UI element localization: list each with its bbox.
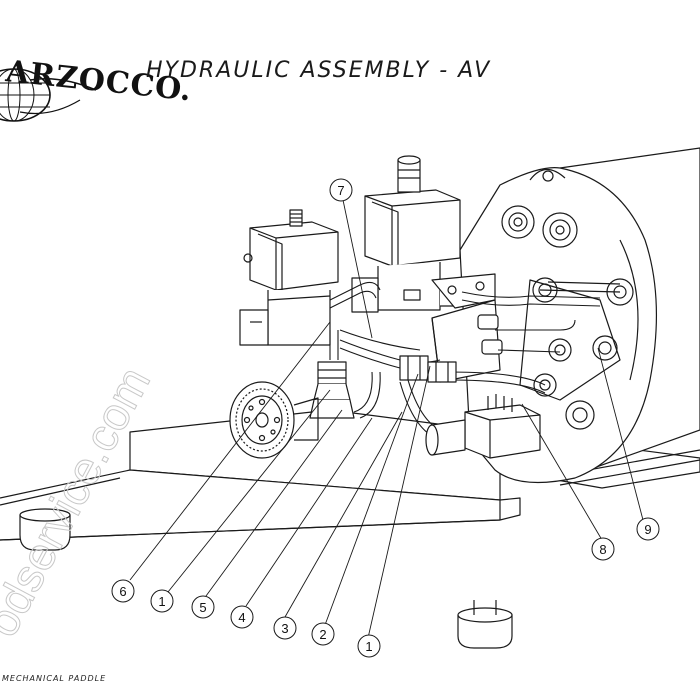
callout-6: 6: [111, 579, 135, 603]
svg-text:2: 2: [319, 627, 326, 642]
pressure-switch: [425, 394, 541, 459]
brand-logo: ARZOCCO.: [0, 20, 194, 130]
callout-1-right: 1: [357, 634, 381, 658]
feet: [19, 508, 513, 649]
svg-text:8: 8: [599, 542, 606, 557]
leader-lines: [129, 199, 644, 639]
svg-text:6: 6: [119, 584, 126, 599]
callout-1-left: 1: [150, 589, 174, 613]
boiler: [459, 147, 700, 484]
svg-text:1: 1: [365, 639, 372, 654]
flowmeter-gear: [229, 381, 319, 459]
page-title: HYDRAULIC ASSEMBLY - AV: [146, 58, 492, 83]
callout-3: 3: [273, 616, 297, 640]
left-solenoid-valve: [239, 209, 339, 346]
svg-text:5: 5: [199, 600, 206, 615]
svg-text:7: 7: [337, 183, 344, 198]
callouts: 6 1 5 4 3 2 1: [111, 178, 660, 658]
svg-text:1: 1: [158, 594, 165, 609]
mounting-bracket: [519, 279, 621, 401]
callout-9: 9: [636, 517, 660, 541]
svg-text:9: 9: [644, 522, 651, 537]
callout-7: 7: [329, 178, 353, 202]
callout-5: 5: [191, 595, 215, 619]
right-solenoid-valve: [351, 155, 463, 313]
svg-text:4: 4: [238, 610, 245, 625]
callout-8: 8: [591, 537, 615, 561]
svg-text:3: 3: [281, 621, 288, 636]
callout-2: 2: [311, 622, 335, 646]
boiler-fittings: [501, 205, 634, 430]
callout-4: 4: [230, 605, 254, 629]
pipe-fittings: [309, 355, 457, 419]
footer-note: MECHANICAL PADDLE: [2, 674, 107, 683]
globe-logo-icon: [0, 68, 97, 122]
